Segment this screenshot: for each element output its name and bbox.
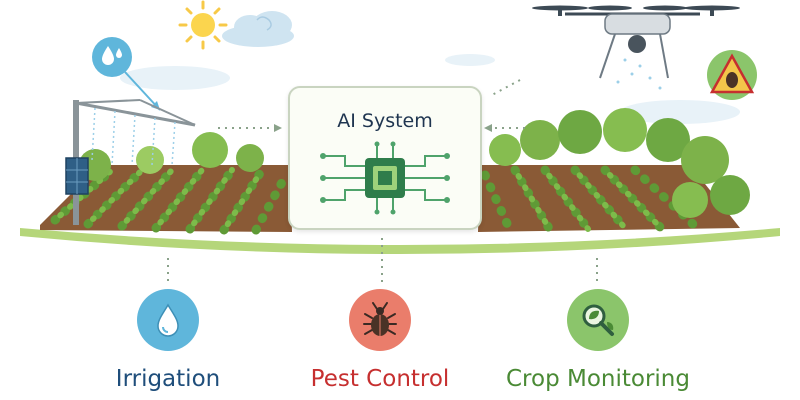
drone-icon bbox=[532, 5, 740, 90]
pest-control-label: Pest Control bbox=[310, 366, 450, 392]
water-drop-icon bbox=[157, 303, 179, 337]
pest-warning-icon bbox=[707, 50, 757, 100]
cloud-icon bbox=[222, 11, 294, 47]
magnifier-leaf-icon bbox=[582, 304, 614, 336]
ai-system-title: AI System bbox=[337, 110, 433, 132]
crop-monitoring-label: Crop Monitoring bbox=[506, 366, 690, 392]
ground bbox=[20, 228, 780, 254]
connector-arrows bbox=[274, 124, 492, 132]
solar-panel-icon bbox=[65, 157, 89, 195]
tree-icon bbox=[489, 108, 750, 218]
ai-system-panel: AI System bbox=[288, 86, 482, 230]
crop-field-icon bbox=[40, 165, 292, 235]
connector-lines bbox=[167, 79, 598, 284]
tree-icon bbox=[79, 132, 264, 181]
beetle-icon bbox=[363, 302, 397, 336]
background-clouds bbox=[120, 54, 740, 124]
pest-control-icon bbox=[349, 289, 411, 351]
sun-icon bbox=[178, 0, 228, 50]
irrigation-label: Irrigation bbox=[115, 366, 221, 392]
crop-field-icon bbox=[478, 165, 740, 235]
water-drop-icon bbox=[92, 37, 161, 111]
crop-monitoring-icon bbox=[567, 289, 629, 351]
irrigation-icon bbox=[137, 289, 199, 351]
ai-chip-icon bbox=[320, 141, 450, 215]
